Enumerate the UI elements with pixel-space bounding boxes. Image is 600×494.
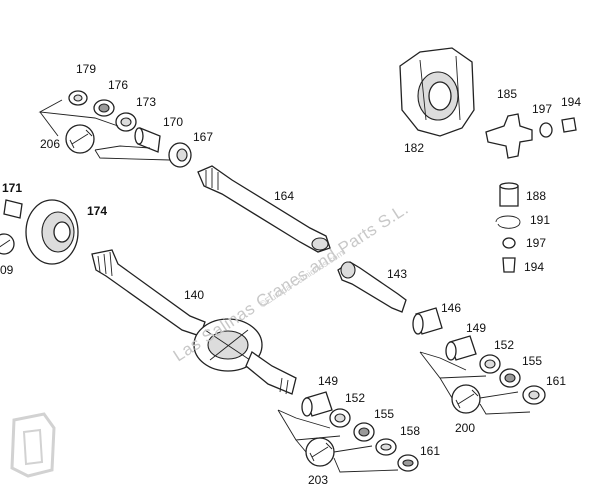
shaft-143-group	[337, 261, 443, 335]
label-155-right: 155	[522, 354, 542, 368]
shaft-164	[197, 165, 331, 253]
label-152-right: 152	[494, 338, 514, 352]
label-161-left: 161	[420, 444, 440, 458]
pin-171	[3, 199, 23, 219]
label-188: 188	[526, 189, 546, 203]
clip-191	[495, 215, 521, 229]
label-164: 164	[274, 189, 294, 203]
u-joint-group	[485, 113, 577, 273]
label-158: 158	[400, 424, 420, 438]
label-161-right: 161	[546, 374, 566, 388]
lower-left-kit	[277, 391, 419, 473]
housing-group	[399, 47, 475, 137]
label-194-top: 194	[561, 95, 581, 109]
upper-shaft-group	[38, 90, 331, 253]
label-167: 167	[193, 130, 213, 144]
part-labels: 179 176 173 170 167 206 164 171 174 09 1…	[0, 62, 581, 487]
shaft-143	[337, 261, 407, 313]
seal-197-bottom	[502, 237, 516, 249]
label-179: 179	[76, 62, 96, 76]
label-176: 176	[108, 78, 128, 92]
label-197-bottom: 197	[526, 236, 546, 250]
label-191: 191	[530, 213, 550, 227]
stub-shaft	[245, 351, 297, 395]
label-171: 171	[2, 181, 22, 195]
label-143: 143	[387, 267, 407, 281]
lower-right-kit	[419, 335, 546, 415]
label-140: 140	[184, 288, 204, 302]
label-149-left: 149	[318, 374, 338, 388]
seal-197-top	[539, 122, 553, 138]
label-173: 173	[136, 95, 156, 109]
watermark-sub: ©Europa-Camiones.com	[258, 248, 346, 310]
label-203: 203	[308, 473, 328, 487]
label-149-right: 149	[466, 321, 486, 335]
label-174: 174	[87, 204, 107, 218]
label-170: 170	[163, 115, 183, 129]
nipple-194-top	[561, 117, 577, 133]
flange-group	[0, 199, 79, 265]
u-joint-185	[485, 113, 533, 159]
label-194-bottom: 194	[524, 260, 544, 274]
label-146: 146	[441, 301, 461, 315]
label-185: 185	[497, 87, 517, 101]
label-200: 200	[455, 421, 475, 435]
label-182: 182	[404, 141, 424, 155]
label-152-left: 152	[345, 391, 365, 405]
nipple-194-bottom	[502, 257, 516, 273]
tool-09-icon	[0, 233, 15, 255]
label-206: 206	[40, 137, 60, 151]
label-09: 09	[0, 263, 14, 277]
label-155-left: 155	[374, 407, 394, 421]
watermark-logo	[10, 412, 56, 478]
label-197-top: 197	[532, 102, 552, 116]
drive-shaft-140-group	[91, 249, 297, 395]
